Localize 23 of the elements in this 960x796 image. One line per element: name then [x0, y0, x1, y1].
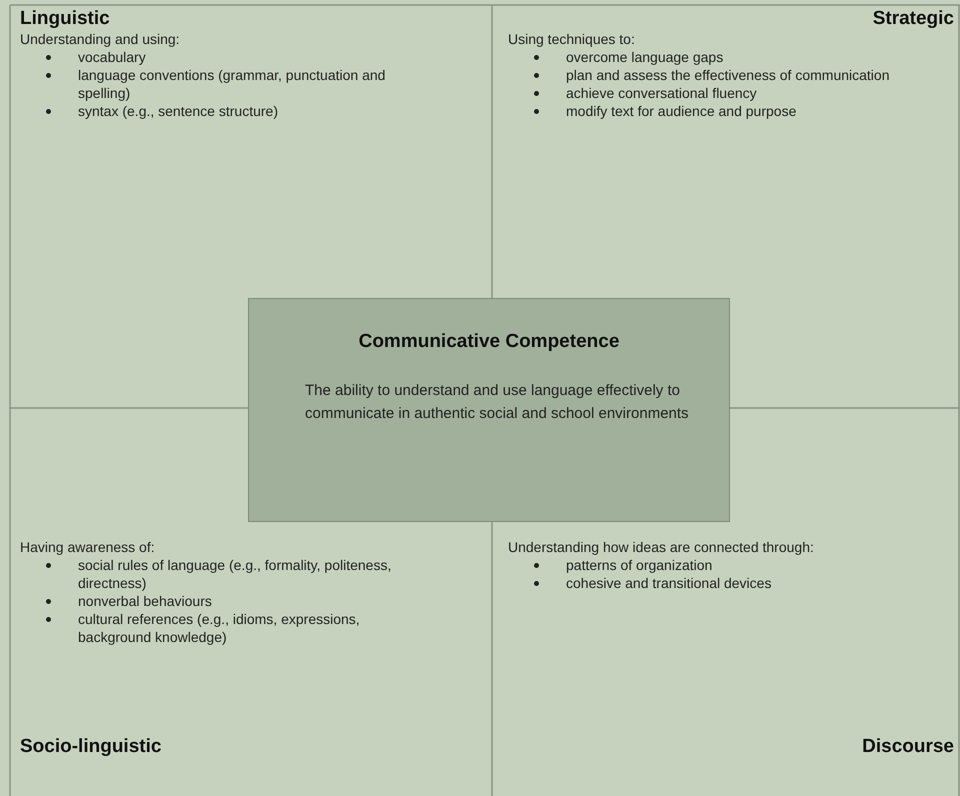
bullet-text: language conventions (grammar, punctuation and spelling) — [78, 67, 386, 101]
bullet-text: patterns of organization — [566, 557, 712, 573]
section-heading: Linguistic — [20, 8, 111, 30]
intro-text: Using techniques to: — [508, 30, 636, 48]
section-heading: Strategic — [872, 8, 954, 30]
bullet-text: social rules of language (e.g., formality, politeness, directness) — [78, 557, 392, 591]
intro-text: Having awareness of: — [20, 538, 156, 556]
intro-text: Understanding how ideas are connected through: — [508, 538, 815, 556]
bullet-text: syntax (e.g., sentence structure) — [78, 103, 278, 119]
bullet-text: vocabulary — [78, 49, 146, 65]
bullet-text: plan and assess the effectiveness of communication — [566, 67, 890, 83]
section-heading: Socio-linguistic — [20, 736, 162, 758]
bullet-text: nonverbal behaviours — [78, 593, 212, 609]
bullet-text: achieve conversational fluency — [566, 85, 757, 101]
bullet-text: cohesive and transitional devices — [566, 575, 772, 591]
section-heading: Discourse — [861, 736, 954, 758]
intro-text: Understanding and using: — [20, 30, 181, 48]
bullet-text: modify text for audience and purpose — [566, 103, 796, 119]
bullet-text: cultural references (e.g., idioms, expressions, background knowledge) — [78, 611, 360, 645]
description-text: The ability to understand and use language effectively to communicate in authentic social and school environments — [305, 381, 689, 424]
center-title: Communicative Competence — [358, 331, 620, 353]
center-box — [248, 298, 730, 522]
bullet-text: overcome language gaps — [566, 49, 724, 65]
